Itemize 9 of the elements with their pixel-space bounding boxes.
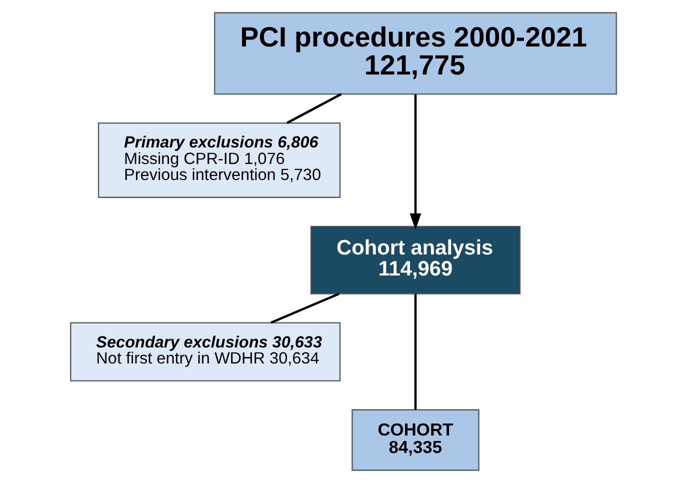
connector: [286, 93, 342, 124]
node-box: Primary exclusions 6,806 Missing CPR-ID 1,076 Previous intervention 5,730: [97, 122, 340, 198]
connector: [414, 294, 416, 410]
arrow: [409, 94, 421, 230]
connector: [270, 292, 339, 324]
node-box: Secondary exclusions 30,633 Not first entry in WDHR 30,634: [70, 322, 340, 382]
node-box: Cohort analysis 114,969: [310, 226, 520, 294]
node-box: PCI procedures 2000-2021 121,775: [214, 12, 616, 95]
node-box: COHORT 84,335: [351, 409, 479, 471]
